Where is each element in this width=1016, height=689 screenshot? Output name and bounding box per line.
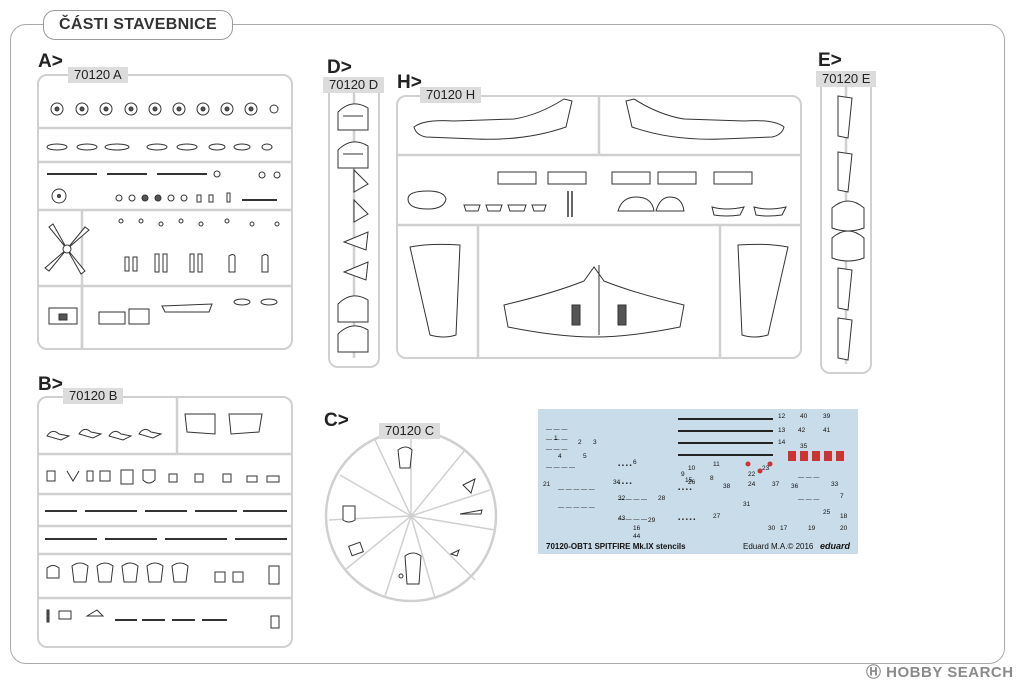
svg-text:▪ ▪ ▪ ▪: ▪ ▪ ▪ ▪ <box>678 487 692 493</box>
sprue-b-parts <box>37 396 293 629</box>
section-c-letter: C> <box>324 410 349 431</box>
decal-graphics: — — — — — — — — — — — — — — — — — — — — — —… <box>546 418 844 523</box>
decal-number: 9 <box>681 471 685 478</box>
decal-number: 7 <box>840 493 844 500</box>
decal-number: 30 <box>768 525 776 532</box>
decal-product-label: 70120-OBT1 SPITFIRE Mk.IX stencils <box>546 542 686 551</box>
decal-number: 39 <box>823 413 831 420</box>
decal-number: 35 <box>800 443 808 450</box>
decal-number: 8 <box>710 475 714 482</box>
decal-number: 10 <box>688 465 696 472</box>
decal-number: 17 <box>780 525 788 532</box>
section-d-letter: D> <box>327 57 352 78</box>
sprue-b-frame <box>37 396 293 648</box>
outer-frame <box>10 24 1005 664</box>
decal-number: 37 <box>772 481 780 488</box>
decal-number: 4 <box>558 453 562 460</box>
hobby-search-icon: Ⓗ <box>866 664 887 681</box>
decal-number: 23 <box>762 465 770 472</box>
sprue-e-code: 70120 E <box>816 71 877 87</box>
decal-number: 16 <box>633 525 641 532</box>
svg-text:— — — — —: — — — — — <box>558 505 595 511</box>
sprue-b-code: 70120 B <box>63 388 124 404</box>
svg-text:▪ ▪ ▪ ▪: ▪ ▪ ▪ ▪ <box>618 463 632 469</box>
decal-number: 44 <box>633 533 641 540</box>
decal-number: 5 <box>583 453 587 460</box>
decal-sheet: — — — — — — — — — — — — — — — — — — — — — —… <box>538 409 858 554</box>
decal-number: 33 <box>831 481 839 488</box>
section-b-letter: B> <box>38 374 63 395</box>
section-a-letter: A> <box>38 51 63 72</box>
svg-text:— — —: — — — <box>546 437 567 443</box>
watermark: Ⓗ HOBBY SEARCH <box>866 661 1014 682</box>
decal-number: 11 <box>713 461 720 468</box>
decal-number: 43 <box>618 515 626 522</box>
decal-number: 15 <box>685 477 693 484</box>
decal-number: 25 <box>823 509 831 516</box>
svg-text:— — —: — — — <box>546 427 567 433</box>
sprue-c-code: 70120 C <box>379 423 441 439</box>
decal-number: 36 <box>791 483 799 490</box>
decal-number: 31 <box>743 501 751 508</box>
decal-number: 3 <box>593 439 597 446</box>
decal-number: 42 <box>798 427 806 434</box>
svg-text:▪ ▪ ▪ ▪ ▪: ▪ ▪ ▪ ▪ ▪ <box>678 517 695 523</box>
section-h-letter: H> <box>397 72 422 93</box>
decal-number: 32 <box>618 495 626 502</box>
section-e-letter: E> <box>818 50 842 71</box>
sprue-e-parts <box>831 86 865 364</box>
sprue-d-code: 70120 D <box>323 77 385 93</box>
decal-copyright: Eduard M.A.© 2016 <box>743 542 814 551</box>
decal-number: 27 <box>713 513 721 520</box>
sprue-a-parts <box>37 102 293 350</box>
decal-numbers: 12 40 39 13 42 41 1 2 3 14 35 4 5 10 11 … <box>538 409 858 554</box>
decal-number: 24 <box>748 481 756 488</box>
decal-number: 12 <box>778 413 786 420</box>
decal-number: 29 <box>648 517 656 524</box>
svg-text:— — — —: — — — — <box>618 517 647 523</box>
sprue-c-parts <box>324 429 498 603</box>
decal-number: 40 <box>800 413 808 420</box>
decal-number: 6 <box>633 459 637 466</box>
svg-text:— — —: — — — <box>798 497 819 503</box>
decal-number: 13 <box>778 427 786 434</box>
sprue-a-code: 70120 A <box>68 67 128 83</box>
sprue-d-parts <box>337 92 369 358</box>
decal-number: 41 <box>823 427 831 434</box>
decal-number: 38 <box>723 483 731 490</box>
svg-text:— — —: — — — <box>798 475 819 481</box>
svg-text:— — — —: — — — — <box>618 497 647 503</box>
svg-text:— — —: — — — <box>546 447 567 453</box>
decal-number: 26 <box>688 479 696 486</box>
decal-number: 18 <box>840 513 848 520</box>
watermark-text: HOBBY SEARCH <box>886 664 1014 681</box>
decal-number: 21 <box>543 481 551 488</box>
decal-number: 1 <box>554 435 558 442</box>
decal-number: 14 <box>778 439 786 446</box>
decal-brand-logo: eduard <box>819 541 850 551</box>
sprue-h-parts <box>396 95 802 359</box>
decal-number: 22 <box>748 471 756 478</box>
decal-number: 19 <box>808 525 816 532</box>
decal-number: 2 <box>578 439 582 446</box>
sprue-a-frame <box>37 74 293 350</box>
svg-text:▪ ▪ ▪ ▪: ▪ ▪ ▪ ▪ <box>618 481 632 487</box>
decal-number: 28 <box>658 495 666 502</box>
svg-text:— — — —: — — — — <box>546 465 575 471</box>
decal-number: 20 <box>840 525 848 532</box>
svg-text:— — — — —: — — — — — <box>558 487 595 493</box>
sprue-h-code: 70120 H <box>420 87 482 103</box>
page-title: ČÁSTI STAVEBNICE <box>43 10 233 40</box>
decal-number: 34 <box>613 479 621 486</box>
